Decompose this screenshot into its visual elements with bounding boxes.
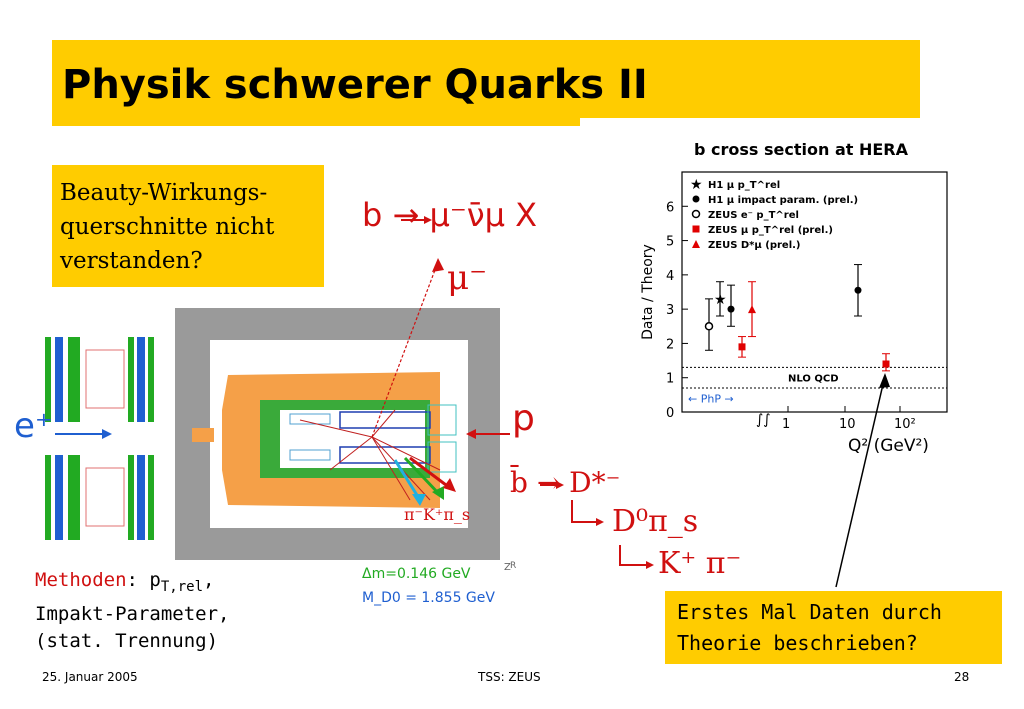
bbar-decay-label: b̄ → D*⁻ — [510, 466, 621, 499]
php-label: ← PhP → — [688, 392, 734, 405]
beauty-callout — [52, 165, 324, 287]
methods-pt: p — [149, 569, 161, 591]
data-point — [748, 305, 756, 314]
legend-marker — [691, 209, 701, 219]
theory-line-2: Theorie beschrieben? — [677, 631, 918, 655]
beauty-callout-text: Beauty-Wirkungs- querschnitte nicht vers… — [60, 176, 322, 278]
slide-title: Physik schwerer Quarks II — [62, 62, 648, 108]
positron-label: e⁺ — [14, 406, 53, 446]
footer-page-number: 28 — [954, 670, 970, 684]
title-bar-notch — [52, 110, 580, 126]
footer-date: 25. Januar 2005 — [42, 670, 138, 684]
methods-text: Methoden: pT,rel, Impakt-Parameter, (sta… — [35, 567, 335, 655]
delta-m-label: Δm=0.146 GeV — [362, 566, 471, 582]
x-tick-label: 10 — [839, 417, 856, 432]
legend-entry: ZEUS e⁻ p_T^rel — [708, 210, 799, 221]
legend-entry: ZEUS μ p_T^rel (prel.) — [708, 225, 833, 236]
detector-particles-label: π⁻K⁺π_s — [404, 505, 471, 524]
rear-detector — [45, 337, 154, 540]
legend-marker — [692, 225, 700, 233]
y-tick-label: 2 — [666, 337, 674, 352]
methods-sep: : — [126, 569, 150, 591]
theory-callout-text: Erstes Mal Daten durch Theorie beschrieb… — [677, 597, 997, 659]
legend-entry: H1 μ p_T^rel — [708, 180, 780, 191]
theory-line-1: Erstes Mal Daten durch — [677, 600, 942, 624]
d0-mass-label: M_D0 = 1.855 GeV — [362, 590, 495, 606]
theory-callout — [665, 591, 1002, 664]
x-tick-label: 1 — [782, 417, 790, 432]
chart-title: b cross section at HERA — [694, 140, 909, 159]
chart-ylabel: Data / Theory — [640, 244, 656, 340]
legend-marker — [692, 240, 700, 248]
methods-comma: , — [203, 569, 215, 591]
legend-entry: H1 μ impact param. (prel.) — [708, 195, 858, 206]
data-point — [704, 322, 714, 331]
beauty-line-2: querschnitte nicht — [60, 214, 275, 240]
methods-line-3: (stat. Trennung) — [35, 629, 219, 652]
beauty-line-1: Beauty-Wirkungs- — [60, 180, 268, 206]
cross-section-chart: b cross section at HERA Data / Theory 0 1… — [640, 140, 948, 432]
footer-center: TSS: ZEUS — [478, 670, 541, 684]
nlo-label: NLO QCD — [788, 374, 839, 385]
methods-pt-sub: T,rel — [160, 578, 204, 595]
methods-line-2: Impakt-Parameter, — [35, 602, 230, 625]
beauty-line-3: verstanden? — [60, 248, 203, 274]
legend-marker — [692, 195, 700, 203]
title-bar — [52, 40, 920, 118]
main-detector: Z R — [55, 258, 516, 573]
k-pi-label: K⁺ π⁻ — [658, 546, 742, 581]
y-tick-label: 4 — [666, 269, 674, 284]
svg-text:R: R — [510, 561, 516, 571]
legend-entry: ZEUS D*μ (prel.) — [708, 240, 801, 251]
chart-xlabel: Q² (GeV²) — [848, 436, 929, 456]
proton-label: p — [512, 398, 535, 439]
data-point — [727, 305, 735, 313]
data-point — [882, 360, 890, 368]
y-tick-label: 0 — [666, 406, 674, 421]
y-tick-label: 6 — [666, 200, 674, 215]
data-point: ★ — [714, 292, 727, 308]
y-tick-label: 5 — [666, 235, 674, 250]
svg-text:Z: Z — [504, 562, 511, 573]
data-point — [738, 343, 746, 351]
y-tick-label: 1 — [666, 372, 674, 387]
axis-break-mark: ∫∫ — [756, 412, 771, 428]
methods-label: Methoden — [35, 569, 127, 591]
d0-pis-label: D⁰π_s — [612, 504, 699, 539]
muon-label: μ⁻ — [447, 258, 488, 298]
legend-marker: ★ — [690, 177, 703, 193]
data-point — [854, 286, 862, 294]
y-tick-label: 3 — [666, 303, 674, 318]
x-tick-label: 10² — [894, 417, 916, 432]
decay-top-label: b → μ⁻ν̄μ X — [362, 196, 538, 234]
methods-line-1: Methoden: pT,rel, — [35, 567, 335, 601]
plot-frame — [681, 171, 948, 413]
